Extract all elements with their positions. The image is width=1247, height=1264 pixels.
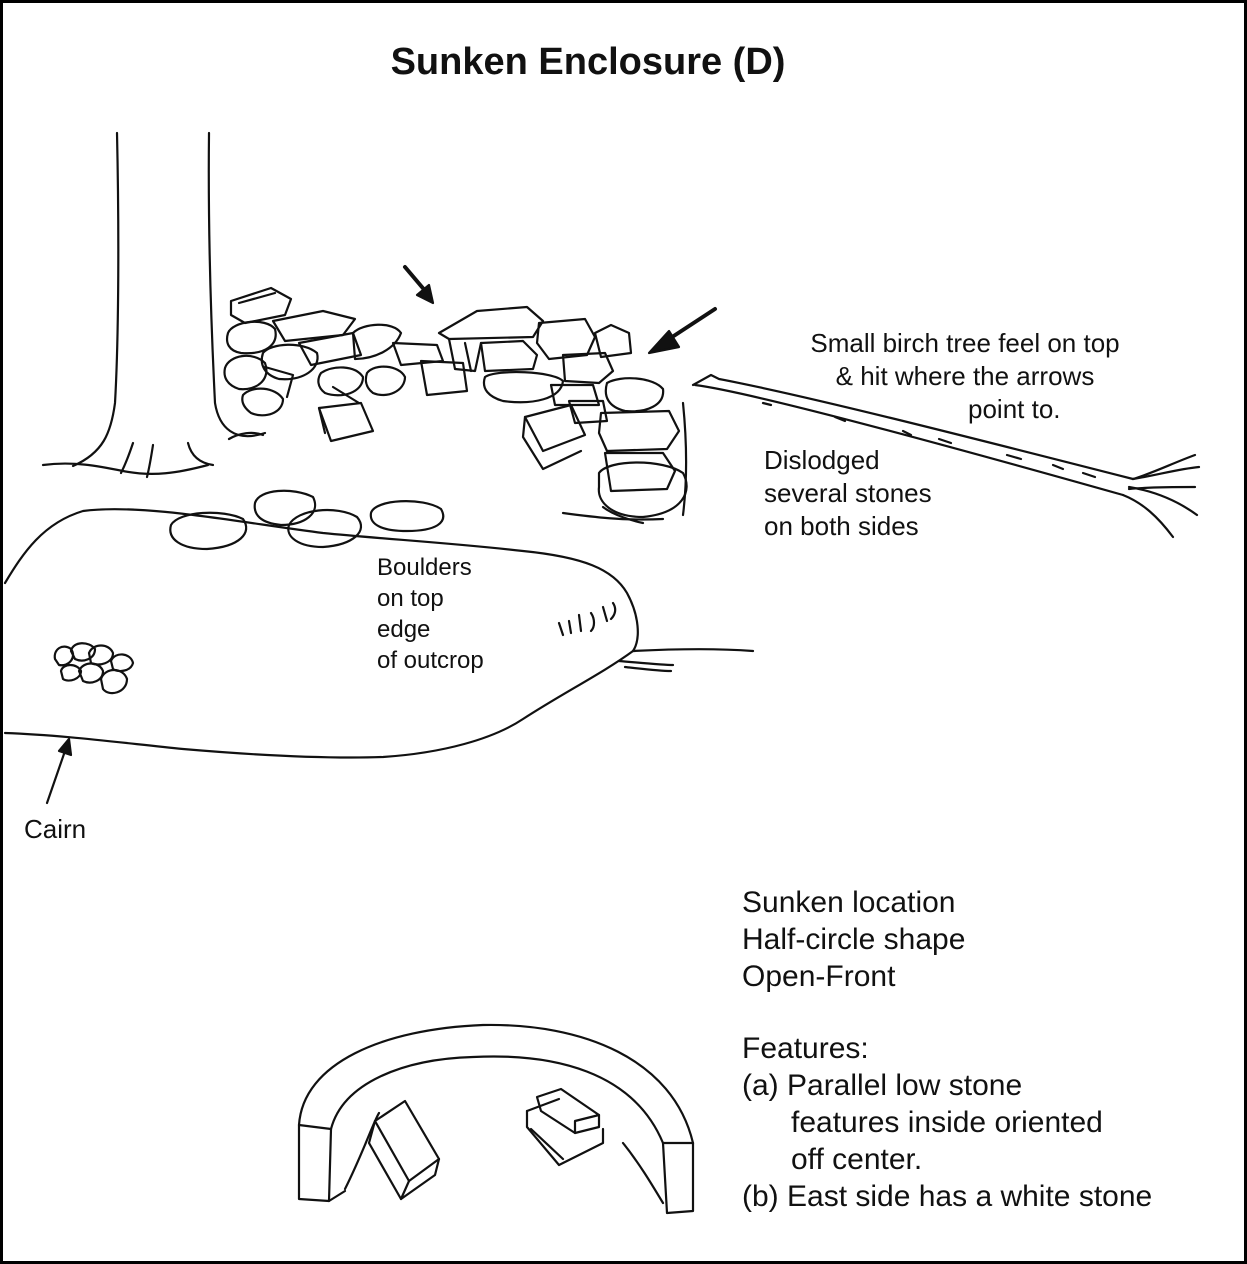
dislodged-note-line-1: Dislodged (764, 444, 932, 477)
boulders-note: Boulders on top edge of outcrop (377, 552, 484, 676)
arrow-left-icon (405, 267, 433, 303)
cairn-arrow-icon (47, 739, 71, 803)
feature-a-line-1: (a) Parallel low stone (742, 1067, 1152, 1104)
feature-a-line-3: off center. (742, 1141, 1152, 1178)
dislodged-note: Dislodged several stones on both sides (764, 444, 932, 543)
boulders-note-line-2: on top (377, 583, 484, 614)
features-note: Features: (a) Parallel low stone feature… (742, 1030, 1152, 1215)
description-line-3: Open-Front (742, 958, 965, 995)
boulders-note-line-4: of outcrop (377, 645, 484, 676)
birch-note-line-3: point to. (785, 393, 1145, 426)
page-title: Sunken Enclosure (D) (3, 41, 1173, 84)
features-heading: Features: (742, 1030, 1152, 1067)
feature-b-line-1: (b) East side has a white stone (742, 1178, 1152, 1215)
arrow-right-icon (649, 309, 715, 353)
birch-note-line-2: & hit where the arrows (785, 360, 1145, 393)
birch-tree-note: Small birch tree feel on top & hit where… (785, 327, 1145, 426)
cairn-label: Cairn (24, 813, 86, 846)
dislodged-note-line-3: on both sides (764, 510, 932, 543)
feature-a-line-2: features inside oriented (742, 1104, 1152, 1141)
stone-wall (225, 288, 687, 523)
description-line-2: Half-circle shape (742, 921, 965, 958)
birch-note-line-1: Small birch tree feel on top (785, 327, 1145, 360)
dislodged-note-line-2: several stones (764, 477, 932, 510)
cairn (55, 643, 133, 693)
boulders-note-line-1: Boulders (377, 552, 484, 583)
description-line-1: Sunken location (742, 884, 965, 921)
description-note: Sunken location Half-circle shape Open-F… (742, 884, 965, 995)
half-circle-enclosure (299, 1025, 693, 1213)
boulders-note-line-3: edge (377, 614, 484, 645)
